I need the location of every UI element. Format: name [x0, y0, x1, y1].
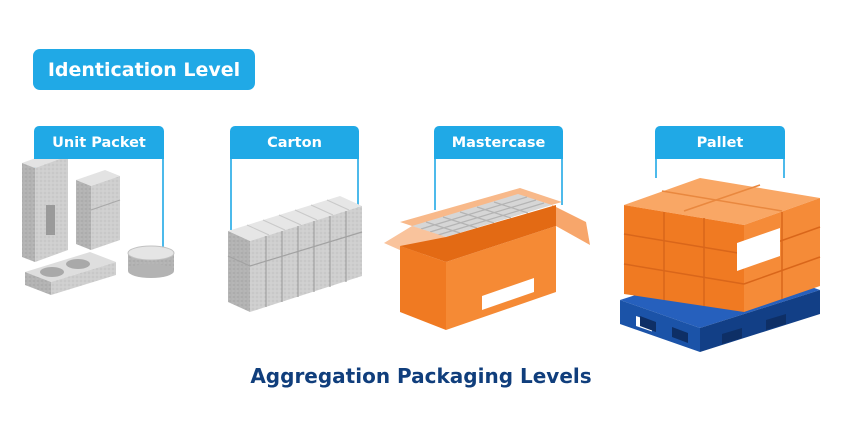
level-tab-unit-packet: Unit Packet	[34, 126, 164, 159]
level-tab-pallet: Pallet	[655, 126, 785, 159]
level-tab-carton: Carton	[230, 126, 359, 159]
identification-level-badge: Identication Level	[33, 49, 255, 90]
unit-packet-icon	[22, 151, 175, 295]
level-tab-mastercase: Mastercase	[434, 126, 563, 159]
pallet-icon	[620, 178, 821, 352]
carton-icon	[227, 196, 363, 312]
diagram-caption: Aggregation Packaging Levels	[250, 364, 592, 388]
mastercase-icon	[384, 188, 590, 330]
